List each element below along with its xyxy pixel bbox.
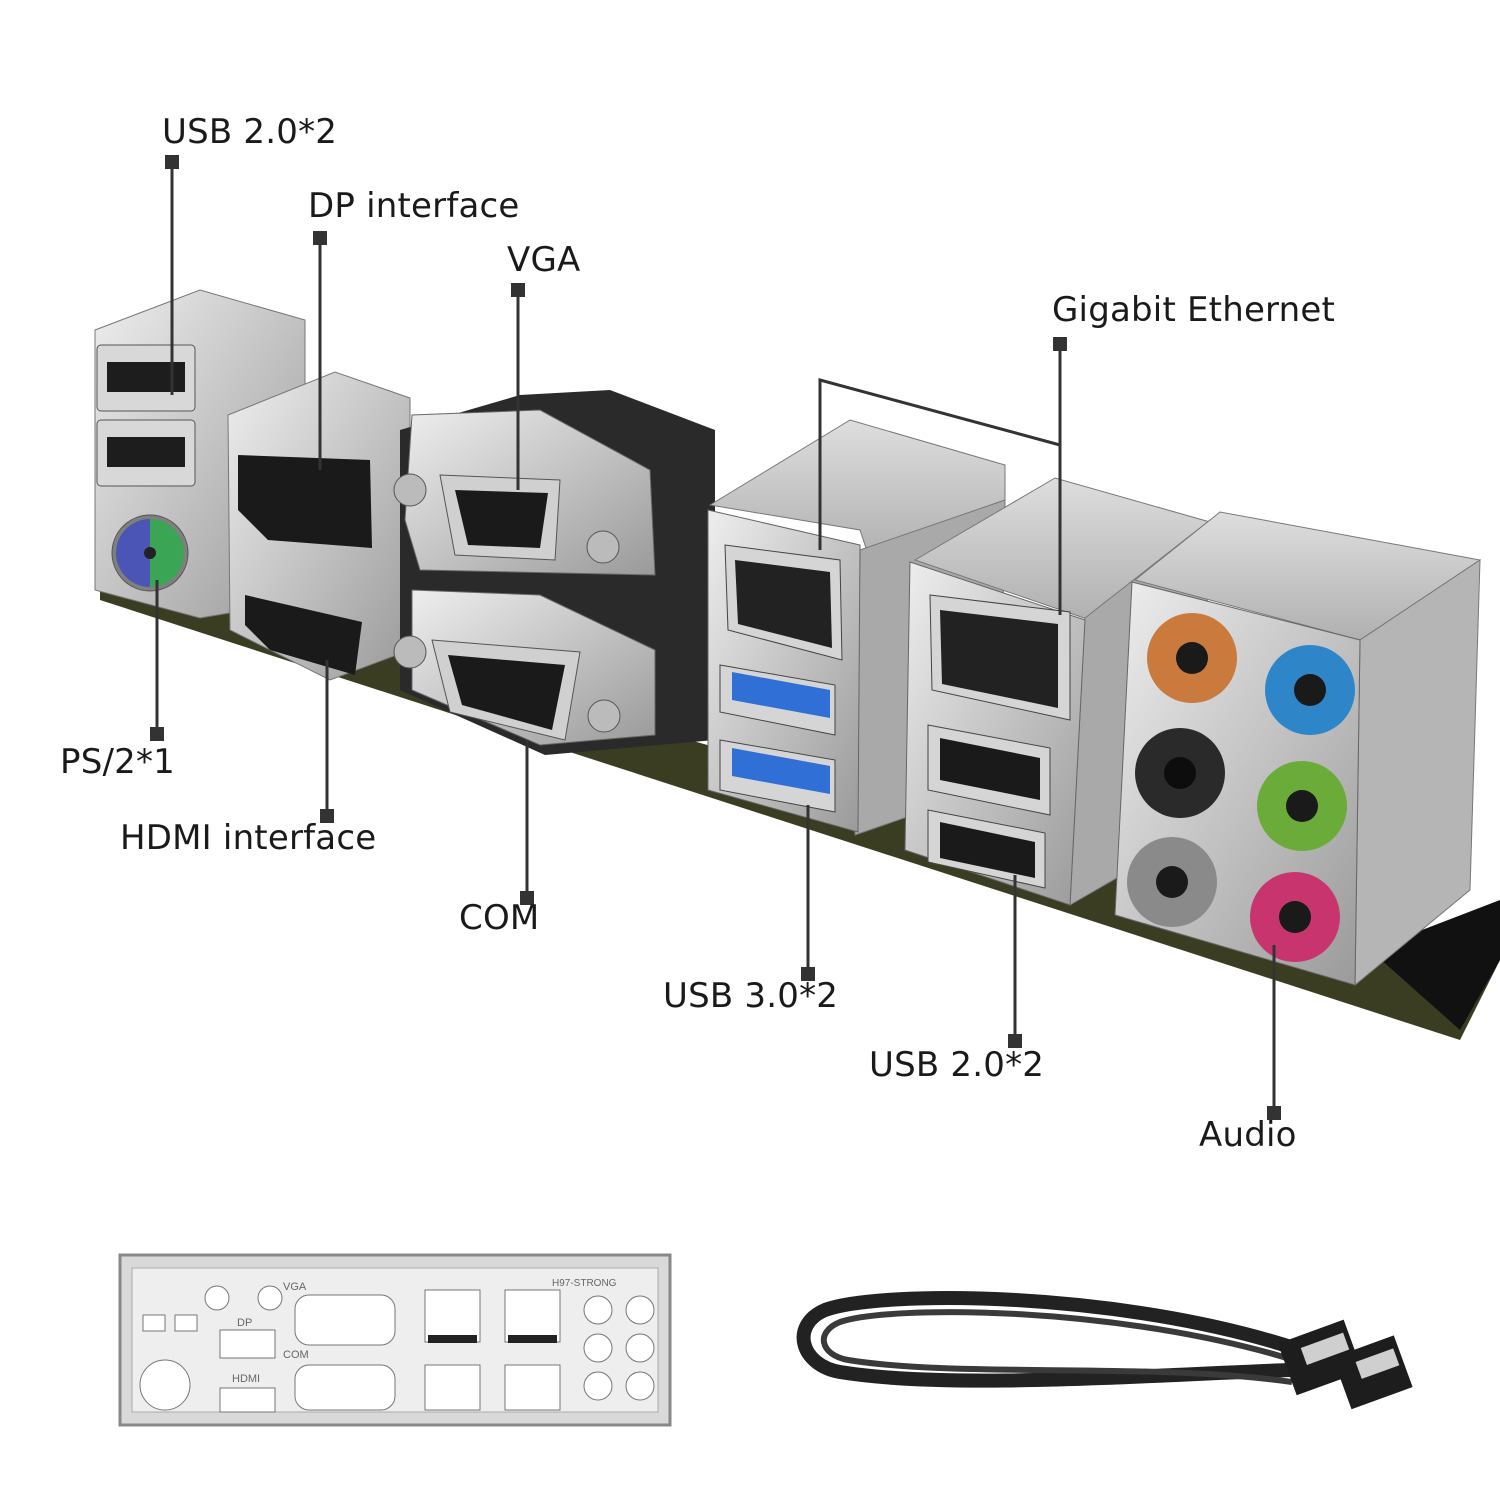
audio-block <box>1114 511 1482 987</box>
label-audio: Audio <box>1199 1115 1297 1155</box>
shield-vga-label: VGA <box>283 1281 307 1293</box>
io-shield: VGA DP HDMI COM H97-STRONG <box>118 1253 672 1427</box>
shield-model-label: H97-STRONG <box>552 1278 617 1289</box>
label-com: COM <box>459 898 540 938</box>
label-usb20-top: USB 2.0*2 <box>162 112 338 152</box>
vga-com-block <box>393 390 715 755</box>
label-dp-interface: DP interface <box>308 186 520 226</box>
callout-lines <box>150 155 1281 1120</box>
label-usb30: USB 3.0*2 <box>663 976 839 1016</box>
label-usb20-bottom: USB 2.0*2 <box>869 1045 1045 1085</box>
label-gigabit-ethernet: Gigabit Ethernet <box>1052 290 1336 330</box>
label-vga: VGA <box>507 240 581 280</box>
label-hdmi-interface: HDMI interface <box>120 818 377 858</box>
shield-com-label: COM <box>283 1349 309 1361</box>
sata-cable <box>796 1291 1413 1410</box>
shield-hdmi-label: HDMI <box>232 1373 260 1385</box>
shield-dp-label: DP <box>237 1317 252 1329</box>
dp-hdmi-block <box>227 371 411 681</box>
label-ps2: PS/2*1 <box>60 742 176 782</box>
